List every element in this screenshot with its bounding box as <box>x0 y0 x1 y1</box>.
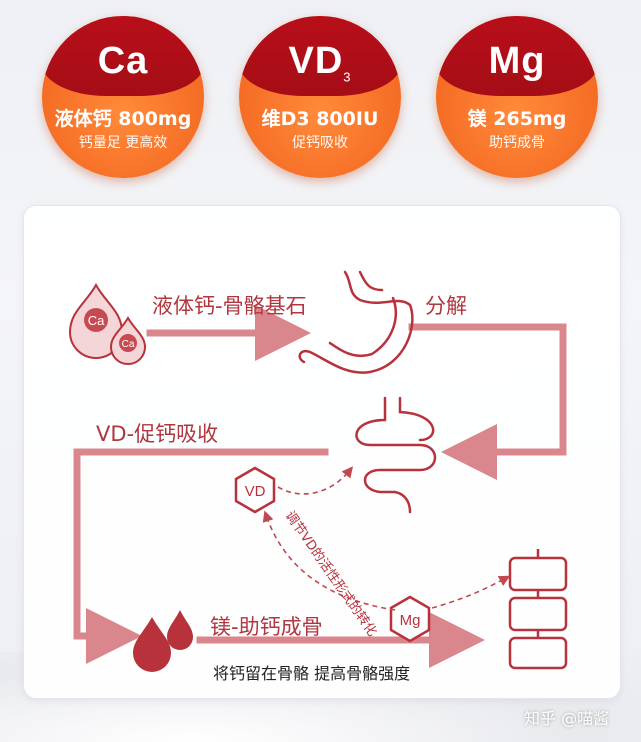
magnesium-drop-icon <box>133 610 193 672</box>
bottom-note: 将钙留在骨骼 提高骨骼强度 <box>213 664 411 683</box>
intestine-icon <box>355 396 437 514</box>
watermark: 知乎 @喵酱 <box>524 709 610 728</box>
badge-dose: 液体钙 800mg <box>54 108 192 130</box>
badge-dose: 镁 265mg <box>467 108 567 130</box>
calcium-badge: Ca 液体钙 800mg 钙量足 更高效 <box>42 16 204 178</box>
badge-symbol: Mg <box>488 40 546 82</box>
calcium-drop-icon <box>68 282 147 365</box>
vd-hexagon-icon: VD <box>234 466 276 514</box>
badge-symbol: VD3 <box>288 40 352 85</box>
vitamin-d3-badge: VD3 维D3 800IU 促钙吸收 <box>239 16 401 178</box>
liquid-calcium-label: 液体钙-骨骼基石 <box>152 294 307 318</box>
badge-note: 钙量足 更高效 <box>78 135 168 151</box>
badge-cap <box>239 16 401 96</box>
stomach-icon <box>298 270 414 374</box>
flow-line <box>73 305 567 668</box>
vd-promote-label: VD-促钙吸收 <box>96 422 219 446</box>
hex-mg-label: Mg <box>400 612 421 629</box>
magnesium-help-label: 镁-助钙成骨 <box>210 615 323 639</box>
badge-cap <box>42 16 204 96</box>
decompose-label: 分解 <box>425 294 467 318</box>
badge-cap <box>436 16 598 96</box>
drop-ca-label-small: Ca <box>122 339 135 350</box>
hex-vd-label: VD <box>245 483 266 500</box>
badge-symbol: Ca <box>97 40 149 82</box>
dashed-arrows <box>262 466 511 611</box>
drop-ca-label: Ca <box>88 313 105 328</box>
magnesium-badge: Mg 镁 265mg 助钙成骨 <box>436 16 598 178</box>
mg-hexagon-icon: Mg <box>389 595 431 643</box>
spine-icon <box>508 549 568 670</box>
badge-dose: 维D3 800IU <box>261 108 379 130</box>
badge-note: 助钙成骨 <box>489 135 545 151</box>
badge-note: 促钙吸收 <box>292 135 348 151</box>
